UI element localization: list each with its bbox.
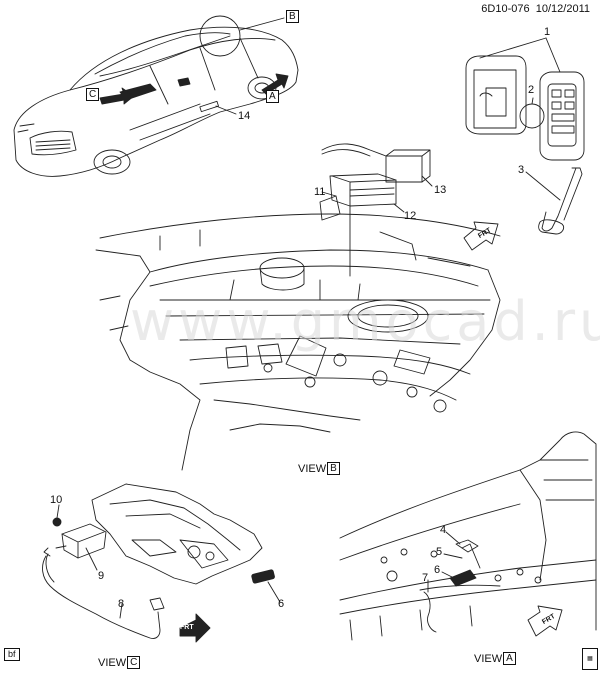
frt-label-view-c: FRT [180,624,194,631]
view-a-letter: A [503,652,516,665]
view-c-arrow-icon [99,87,135,105]
callout-14: 14 [238,110,251,122]
view-c-prefix: VIEW [98,656,127,669]
callout-3: 3 [518,164,525,176]
front-arrow-a-icon [527,605,563,637]
front-arrow-c-icon [179,613,211,643]
view-ref-a: A [266,90,279,103]
callout-10: 10 [50,494,63,506]
callout-6-view-a: 6 [434,564,441,576]
view-ref-c: C [86,88,100,101]
callout-11: 11 [314,186,326,198]
callout-2: 2 [528,84,535,96]
callout-5: 5 [436,546,443,558]
view-c-letter: C [127,656,141,669]
callout-7: 7 [422,572,429,584]
callout-4: 4 [440,524,447,536]
view-a-prefix: VIEW [474,652,503,665]
front-arrow-icon [463,221,499,251]
view-b-letter: B [327,462,340,475]
watermark: www.gmocad.ru [130,290,600,353]
view-b-detail-circle [199,15,241,57]
callout-9: 9 [98,570,105,582]
callout-6-view-c: 6 [278,598,285,610]
key-fob-group [465,55,585,235]
view-ref-b: B [286,10,299,23]
view-c-bracket-illustration [42,483,275,639]
callout-1: 1 [544,26,551,38]
drawing-header: 6D10-076 10/12/2011 [481,3,590,15]
callout-12: 12 [404,210,417,222]
view-b-trunk-illustration [95,143,501,471]
view-b-prefix: VIEW [298,462,327,475]
corner-logo-icon: ▦ [582,648,598,670]
callout-13: 13 [434,184,447,196]
document-id: 6D10-076 [481,3,530,15]
view-a-bumper-illustration [339,431,597,641]
corner-tag: bf [4,648,20,661]
document-date: 10/12/2011 [535,3,590,15]
car-illustration [13,26,299,177]
callout-8: 8 [118,598,125,610]
